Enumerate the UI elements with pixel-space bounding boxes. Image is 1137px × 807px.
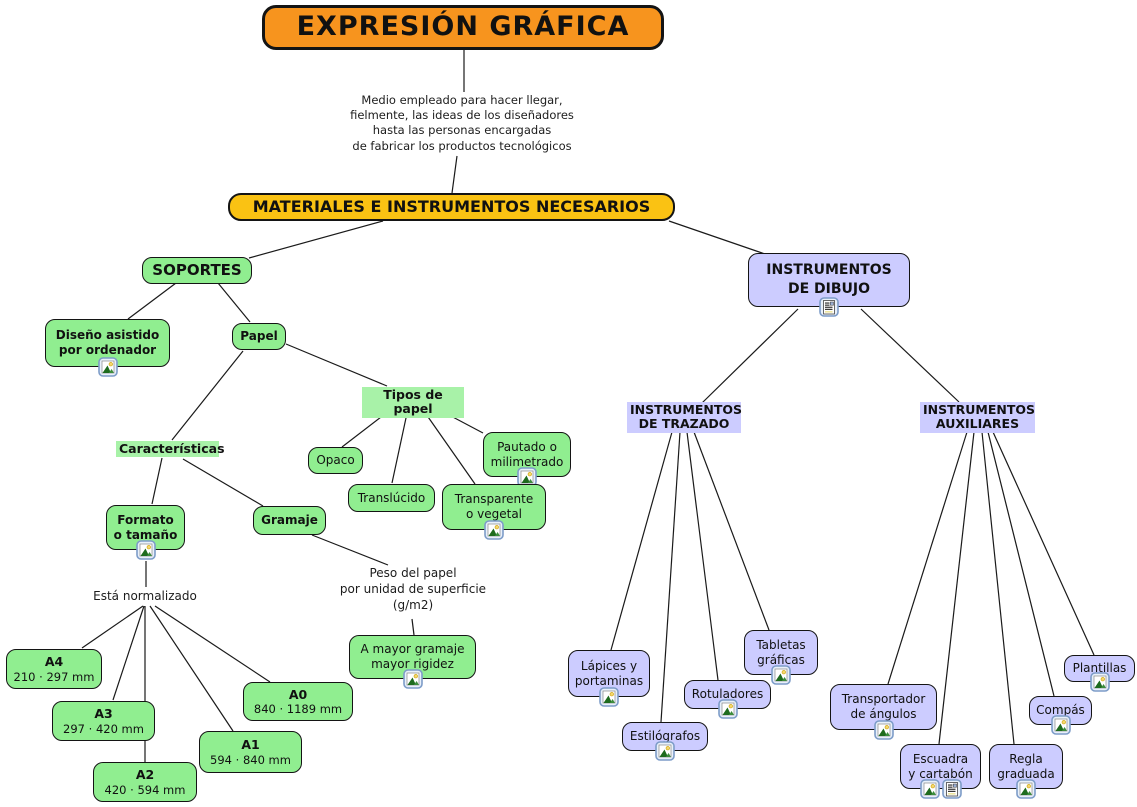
concept-gramaje[interactable]: Gramaje: [253, 506, 326, 535]
concept-label: EXPRESIÓN GRÁFICA: [296, 11, 630, 43]
image-resource-icon[interactable]: [1051, 715, 1071, 735]
concept-label: INSTRUMENTOS DE DIBUJO: [766, 262, 892, 297]
concept-label: Estilógrafos: [629, 729, 701, 744]
linking-phrase-peso: Peso del papel por unidad de superficie …: [339, 566, 487, 612]
concept-a0[interactable]: A0 840 · 1189 mm: [243, 682, 353, 721]
concept-expresion-grafica[interactable]: EXPRESIÓN GRÁFICA: [262, 5, 664, 50]
concept-label: Escuadra y cartabón: [908, 751, 973, 781]
format-size: 210 · 297 mm: [13, 669, 95, 684]
image-resource-icon[interactable]: [655, 741, 675, 761]
image-resource-icon[interactable]: [771, 665, 791, 685]
concept-a4[interactable]: A4 210 · 297 mm: [6, 649, 102, 689]
format-name: A0: [288, 686, 308, 702]
concept-diseno-asistido[interactable]: Diseño asistido por ordenador: [45, 319, 170, 367]
resource-icon-group: [920, 779, 962, 799]
concept-label: Transparente o vegetal: [454, 492, 534, 521]
concept-estilografos[interactable]: Estilógrafos: [622, 722, 708, 751]
concept-lapices-portaminas[interactable]: Lápices y portaminas: [568, 650, 650, 697]
image-resource-icon[interactable]: [484, 520, 504, 540]
image-resource-icon[interactable]: [920, 779, 940, 799]
concept-label: A mayor gramaje mayor rigidez: [360, 642, 465, 671]
linking-phrase-normalizado: Está normalizado: [93, 589, 197, 603]
concept-plantillas[interactable]: Plantillas: [1064, 655, 1135, 682]
format-size: 420 · 594 mm: [104, 782, 186, 797]
concept-regla-graduada[interactable]: Regla graduada: [989, 744, 1063, 789]
image-resource-icon[interactable]: [718, 699, 738, 719]
label-instrumentos-auxiliares[interactable]: INSTRUMENTOS AUXILIARES: [920, 402, 1035, 433]
image-resource-icon[interactable]: [874, 720, 894, 740]
concept-translucido[interactable]: Translúcido: [348, 484, 435, 512]
concept-instrumentos-dibujo[interactable]: INSTRUMENTOS DE DIBUJO: [748, 253, 910, 307]
concept-label: Translúcido: [357, 490, 426, 505]
image-resource-icon[interactable]: [403, 669, 423, 689]
image-resource-icon[interactable]: [1090, 672, 1110, 692]
label-instrumentos-trazado[interactable]: INSTRUMENTOS DE TRAZADO: [627, 402, 742, 433]
format-size: 297 · 420 mm: [63, 721, 144, 736]
concept-pautado[interactable]: Pautado o milimetrado: [483, 432, 571, 477]
concept-rotuladores[interactable]: Rotuladores: [684, 680, 771, 709]
concept-label: Papel: [240, 329, 278, 344]
concept-mayor-rigidez[interactable]: A mayor gramaje mayor rigidez: [349, 635, 476, 679]
concept-label: Tabletas gráficas: [756, 637, 806, 667]
concept-label: Diseño asistido por ordenador: [55, 328, 160, 357]
concept-a3[interactable]: A3 297 · 420 mm: [52, 701, 155, 741]
concept-label: Gramaje: [261, 513, 318, 528]
format-size: 594 · 840 mm: [210, 752, 291, 767]
concept-opaco[interactable]: Opaco: [308, 447, 363, 474]
label-caracteristicas[interactable]: Características: [116, 441, 225, 458]
concept-label: Transportador de ángulos: [841, 692, 926, 721]
concept-escuadra-cartabon[interactable]: Escuadra y cartabón: [900, 744, 981, 789]
description-text: Medio empleado para hacer llegar, fielme…: [350, 93, 574, 153]
format-name: A2: [135, 767, 155, 783]
concept-label: Opaco: [316, 453, 355, 468]
image-resource-icon[interactable]: [136, 540, 156, 560]
concept-a1[interactable]: A1 594 · 840 mm: [199, 731, 302, 773]
concept-transportador-angulos[interactable]: Transportador de ángulos: [830, 684, 937, 730]
concept-compas[interactable]: Compás: [1029, 696, 1092, 725]
concept-formato-tamano[interactable]: Formato o tamaño: [106, 505, 185, 550]
document-resource-icon[interactable]: [819, 297, 839, 317]
concept-soportes[interactable]: SOPORTES: [142, 257, 252, 284]
concept-label: Pautado o milimetrado: [490, 439, 564, 469]
label-tipos-de-papel[interactable]: Tipos de papel: [362, 387, 464, 418]
concept-papel[interactable]: Papel: [232, 323, 286, 350]
concept-transparente[interactable]: Transparente o vegetal: [442, 484, 546, 530]
format-name: A4: [44, 654, 64, 670]
format-name: A1: [241, 737, 260, 753]
concept-label: Plantillas: [1072, 661, 1127, 676]
format-name: A3: [94, 706, 113, 722]
document-resource-icon[interactable]: [942, 779, 962, 799]
concept-label: Lápices y portaminas: [574, 658, 644, 688]
concept-tabletas-graficas[interactable]: Tabletas gráficas: [744, 630, 818, 675]
concept-label: Regla graduada: [997, 751, 1055, 781]
concept-materiales-instrumentos[interactable]: MATERIALES E INSTRUMENTOS NECESARIOS: [228, 193, 675, 221]
concept-label: Formato o tamaño: [113, 512, 178, 542]
concept-a2[interactable]: A2 420 · 594 mm: [93, 762, 197, 802]
concept-label: Compás: [1036, 703, 1085, 718]
concept-label: MATERIALES E INSTRUMENTOS NECESARIOS: [252, 197, 651, 217]
image-resource-icon[interactable]: [599, 687, 619, 707]
concept-label: SOPORTES: [152, 261, 242, 280]
concept-label: Rotuladores: [691, 687, 764, 702]
format-size: 840 · 1189 mm: [253, 702, 343, 717]
image-resource-icon[interactable]: [98, 357, 118, 377]
image-resource-icon[interactable]: [1016, 779, 1036, 799]
